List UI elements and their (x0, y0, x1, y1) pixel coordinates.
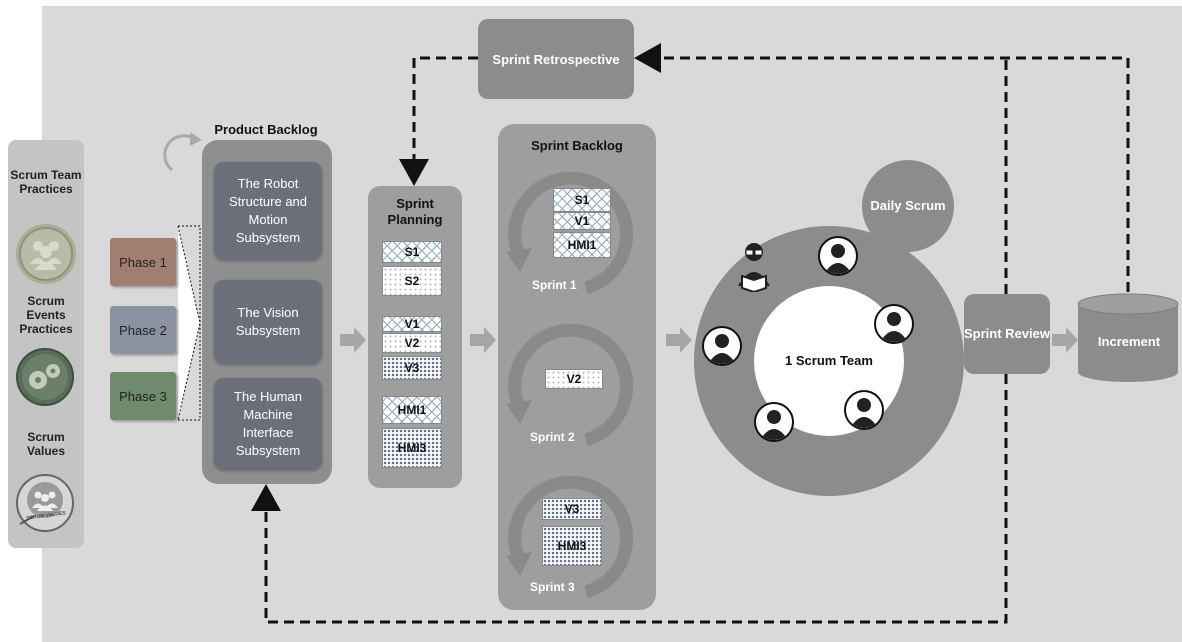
team-practices-icon (16, 224, 76, 284)
card-v3: V3 (382, 356, 442, 380)
sprint-2-cycle-arrow (508, 323, 634, 447)
phase-3: Phase 3 (110, 372, 176, 420)
sprint-backlog-title: Sprint Backlog (531, 138, 623, 153)
retrospective-to-planning-arrow (399, 56, 478, 186)
phases-funnel (177, 225, 201, 421)
card-v2: V2 (382, 333, 442, 353)
team-member-icon (702, 326, 742, 366)
sprint3-card-hmi3: HMI3 (542, 526, 602, 566)
sprint-1-label: Sprint 1 (532, 278, 577, 292)
scrum-values-icon (14, 472, 76, 534)
phase-1: Phase 1 (110, 238, 176, 286)
sprint-retrospective-box: Sprint Retrospective (478, 19, 634, 99)
team-member-icon (844, 390, 884, 430)
review-to-product-backlog-arrow (251, 374, 1008, 624)
card-hmi3: HMI3 (382, 428, 442, 468)
sprint1-card-hmi1: HMI1 (553, 232, 611, 258)
sprint-1-cycle-arrow (508, 171, 634, 295)
increment-label: Increment (1097, 334, 1161, 349)
arrow-sprint-backlog-to-team (666, 327, 692, 353)
sprint-planning-title: Sprint Planning (387, 196, 443, 227)
hmi-subsystem: The Human Machine Interface Subsystem (214, 378, 322, 470)
sprint3-card-v3: V3 (542, 498, 602, 520)
card-s1: S1 (382, 241, 442, 263)
sprint1-card-v1: V1 (553, 212, 611, 230)
robot-structure-subsystem: The Robot Structure and Motion Subsystem (214, 162, 322, 260)
team-member-icon (818, 236, 858, 276)
gears-icon (14, 346, 76, 408)
card-v1: V1 (382, 316, 442, 332)
team-practices-label: Scrum Team Practices (10, 168, 82, 196)
sprint2-card-v2: V2 (545, 369, 603, 389)
team-member-icon (754, 402, 794, 442)
sprint-2-label: Sprint 2 (530, 430, 575, 444)
refresh-icon (163, 134, 197, 172)
arrow-planning-to-sprint-backlog (470, 327, 496, 353)
scrum-master-icon (734, 240, 774, 294)
card-hmi1: HMI1 (382, 396, 442, 424)
product-backlog-title: Product Backlog (214, 122, 318, 137)
card-s2: S2 (382, 266, 442, 296)
increment-to-retrospective-arrow (634, 43, 1130, 292)
arrow-backlog-to-planning (340, 327, 366, 353)
sprint-3-cycle-arrow (508, 475, 634, 599)
phase-2: Phase 2 (110, 306, 176, 354)
events-practices-label: Scrum Events Practices (19, 294, 73, 336)
sprint-3-label: Sprint 3 (530, 580, 575, 594)
vision-subsystem: The Vision Subsystem (214, 280, 322, 364)
sprint-review-box: Sprint Review (964, 294, 1050, 374)
refresh-icon-head (190, 132, 202, 146)
sprint1-card-s1: S1 (553, 188, 611, 212)
values-label: Scrum Values (26, 430, 66, 458)
team-member-icon (874, 304, 914, 344)
arrow-review-to-increment (1052, 327, 1078, 353)
